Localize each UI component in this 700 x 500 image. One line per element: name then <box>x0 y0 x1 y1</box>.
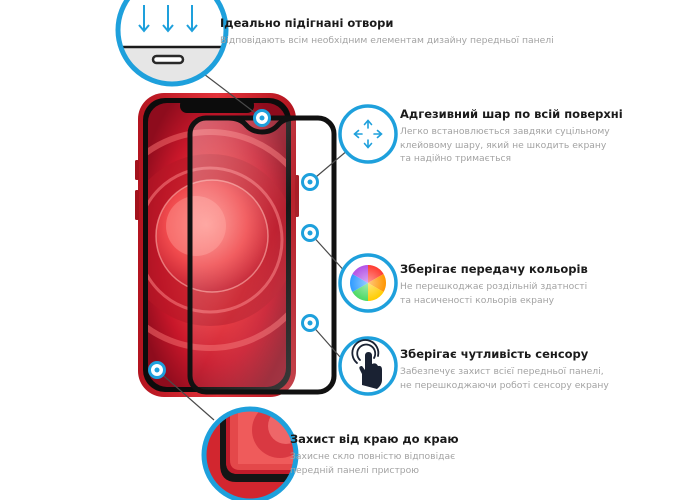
feature-title: Захист від краю до краю <box>290 432 459 446</box>
notch <box>180 98 254 113</box>
description-line: Забезпечує захист всієї передньої панелі… <box>400 366 604 377</box>
touch-hand-icon <box>338 336 398 396</box>
feature-color-reproduction: Зберігає передачу кольорів Не перешкоджа… <box>400 262 588 307</box>
marker-dot <box>301 314 319 332</box>
marker-dot <box>301 224 319 242</box>
description-line: та надійно тримається <box>400 153 512 164</box>
marker-dot <box>253 109 271 127</box>
feature-title: Адгезивний шар по всій поверхні <box>400 107 623 121</box>
feature-perfect-cutouts: Ідеально підігнані отвори Відповідають в… <box>220 16 554 48</box>
feature-title: Зберігає передачу кольорів <box>400 262 588 276</box>
perforation-cutout-icon <box>115 0 229 87</box>
edge-coverage-icon <box>201 406 299 500</box>
callout-markers <box>148 109 319 379</box>
feature-touch-sensitivity: Зберігає чутливість сенсору Забезпечує з… <box>400 347 609 392</box>
marker-dot <box>301 173 319 191</box>
feature-adhesive-layer: Адгезивний шар по всій поверхні Легко вс… <box>400 107 623 166</box>
side-button <box>135 160 139 180</box>
feature-description: Захисне скло повністю відповідає передні… <box>290 450 459 477</box>
feature-description: Забезпечує захист всієї передньої панелі… <box>400 365 609 392</box>
feature-edge-to-edge: Захист від краю до краю Захисне скло пов… <box>290 432 459 477</box>
feature-description: Відповідають всім необхідним елементам д… <box>220 34 554 48</box>
description-line: не перешкоджаючи роботі сенсору екрану <box>400 379 609 391</box>
description-line: та насиченості кольорів екрану <box>400 294 555 306</box>
description-line: Відповідають всім необхідним елементам д… <box>220 35 554 46</box>
feature-title: Зберігає чутливість сенсору <box>400 347 589 361</box>
feature-description: Не перешкоджає роздільній здатності та н… <box>400 280 588 307</box>
side-button <box>135 190 139 220</box>
screen-protector <box>187 115 337 395</box>
marker-dot <box>148 361 166 379</box>
color-wheel-icon <box>338 253 398 313</box>
description-line: передній панелі пристрою <box>290 464 419 476</box>
description-line: Не перешкоджає роздільній здатності <box>400 281 588 292</box>
expand-arrows-icon <box>338 104 398 164</box>
feature-title: Ідеально підігнані отвори <box>220 16 394 30</box>
description-line: Захисне скло повністю відповідає <box>290 451 456 462</box>
description-line: Легко встановлюється завдяки суцільному <box>400 126 610 137</box>
description-line: клейовому шару, який не шкодить екрану <box>400 139 607 151</box>
feature-description: Легко встановлюється завдяки суцільному … <box>400 125 623 166</box>
